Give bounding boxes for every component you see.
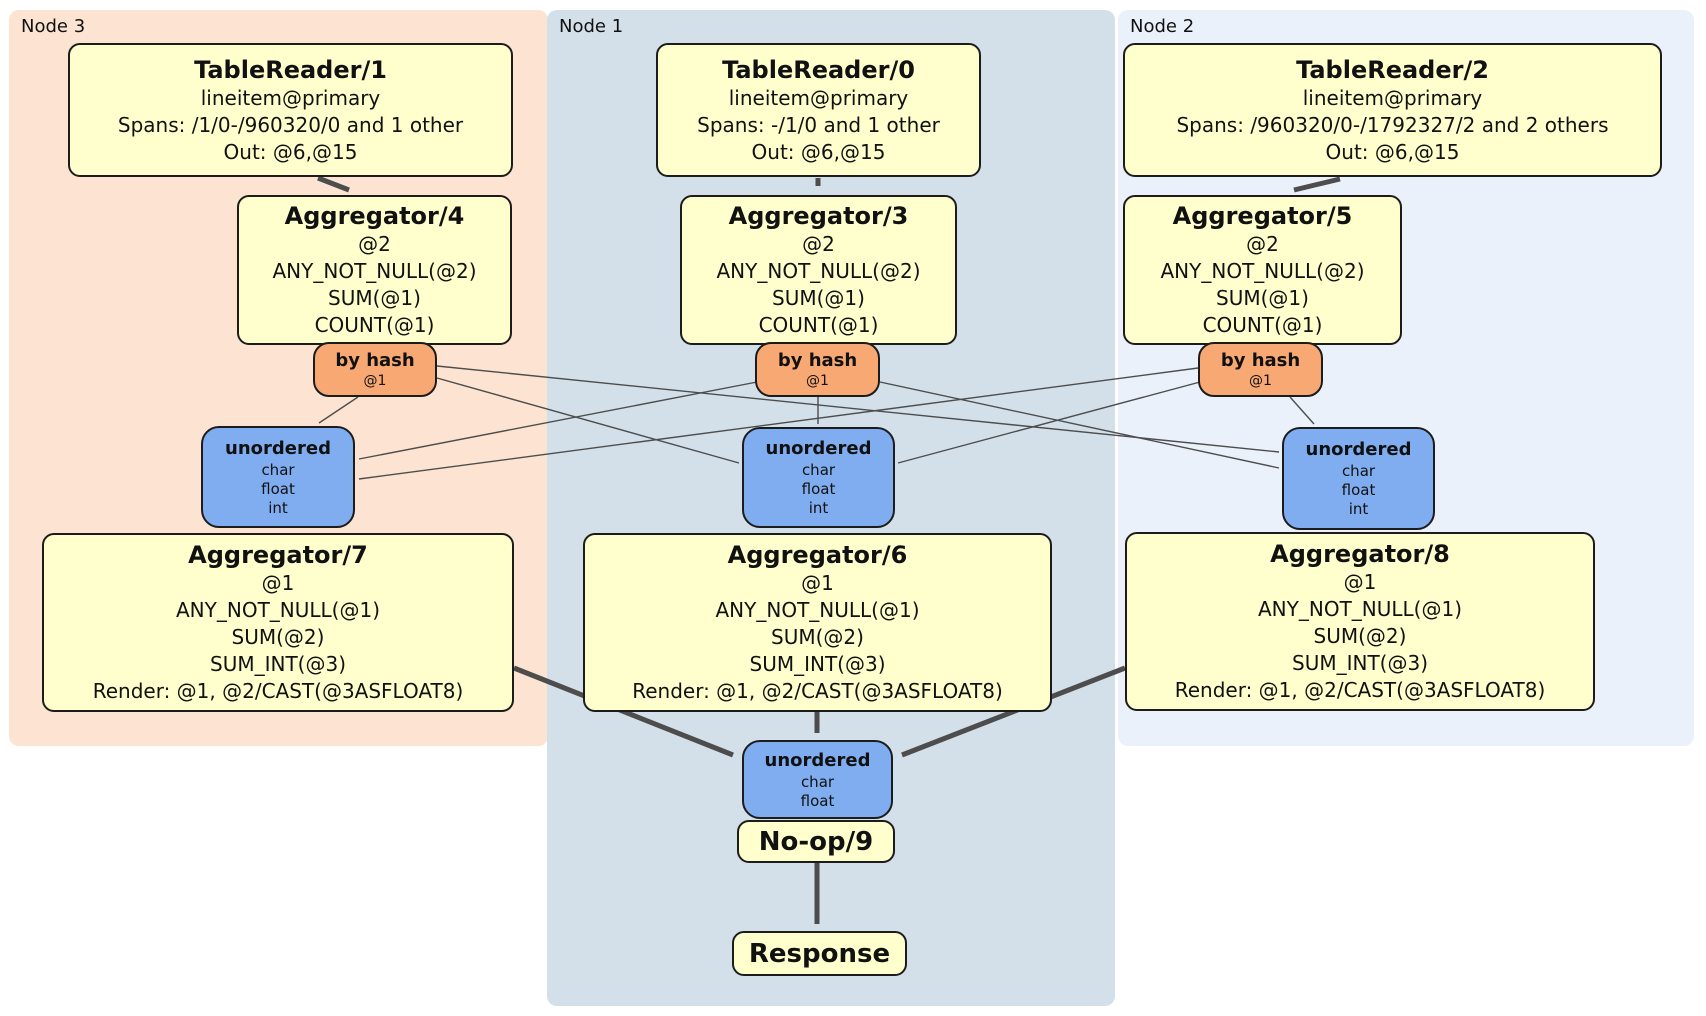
- aggregator7-fn2: SUM(@2): [231, 625, 325, 649]
- aggregator6-fn3: SUM_INT(@3): [749, 652, 886, 676]
- aggregator7-fn3: SUM_INT(@3): [210, 652, 346, 676]
- aggregator7-fn1: ANY_NOT_NULL(@1): [176, 598, 380, 622]
- hash-router-node1-key: @1: [806, 372, 829, 389]
- hash-router-node3-key: @1: [363, 372, 387, 389]
- edge-tablereader1-aggregator4: [317, 175, 350, 193]
- unordered-sync-node1: unordered char float int: [742, 427, 895, 528]
- tablereader2-spans: Spans: /960320/0-/1792327/2 and 2 others: [1176, 112, 1609, 137]
- aggregator5-groupcols: @2: [1246, 232, 1279, 256]
- hash-router-node2-key: @1: [1249, 372, 1272, 389]
- aggregator4-title: Aggregator/4: [284, 202, 465, 230]
- edge-tablereader2-aggregator5: [1293, 176, 1341, 193]
- tablereader0-out: Out: @6,@15: [751, 139, 886, 164]
- aggregator3-fn2: SUM(@1): [772, 286, 865, 310]
- aggregator5-box: Aggregator/5 @2 ANY_NOT_NULL(@2) SUM(@1)…: [1123, 195, 1402, 345]
- aggregator3-box: Aggregator/3 @2 ANY_NOT_NULL(@2) SUM(@1)…: [680, 195, 957, 345]
- aggregator6-fn2: SUM(@2): [771, 625, 864, 649]
- unordered-sync-node1-col1: char: [801, 461, 836, 479]
- edge-router2-sync1: [897, 381, 1201, 464]
- edge-router1-sync3: [358, 381, 758, 460]
- aggregator7-render: Render: @1, @2/CAST(@3ASFLOAT8): [92, 679, 464, 703]
- unordered-sync-node3-col2: float: [261, 479, 295, 498]
- unordered-sync-node3-col3: int: [268, 498, 288, 517]
- unordered-sync-final: unordered char float: [742, 740, 893, 819]
- hash-router-node3: by hash @1: [313, 342, 437, 397]
- aggregator6-fn1: ANY_NOT_NULL(@1): [715, 598, 920, 622]
- aggregator8-title: Aggregator/8: [1270, 540, 1450, 568]
- node2-label: Node 2: [1130, 16, 1195, 37]
- edge-router2-sync3: [358, 367, 1199, 480]
- unordered-sync-node3: unordered char float int: [201, 426, 355, 528]
- tablereader0-index: lineitem@primary: [728, 85, 909, 110]
- aggregator4-fn1: ANY_NOT_NULL(@2): [272, 259, 477, 283]
- aggregator3-title: Aggregator/3: [728, 202, 909, 230]
- tablereader0-spans: Spans: -/1/0 and 1 other: [697, 112, 940, 137]
- response-box: Response: [732, 931, 907, 976]
- aggregator7-groupcols: @1: [261, 571, 295, 595]
- aggregator4-groupcols: @2: [358, 232, 391, 256]
- tablereader1-out: Out: @6,@15: [223, 139, 358, 164]
- node3-label: Node 3: [21, 16, 86, 37]
- tablereader1-spans: Spans: /1/0-/960320/0 and 1 other: [117, 112, 464, 137]
- tablereader2-title: TableReader/2: [1296, 55, 1489, 84]
- aggregator8-fn3: SUM_INT(@3): [1292, 651, 1428, 675]
- edge-router1-sync2: [879, 381, 1280, 469]
- unordered-sync-final-col2: float: [800, 791, 835, 810]
- aggregator8-fn2: SUM(@2): [1313, 624, 1407, 648]
- aggregator3-fn1: ANY_NOT_NULL(@2): [716, 259, 921, 283]
- aggregator5-fn2: SUM(@1): [1216, 286, 1309, 310]
- unordered-sync-node2-col2: float: [1341, 481, 1376, 499]
- aggregator6-groupcols: @1: [801, 571, 834, 595]
- unordered-sync-node1-col3: int: [808, 499, 829, 517]
- aggregator7-title: Aggregator/7: [188, 541, 368, 569]
- unordered-sync-final-col1: char: [800, 772, 835, 791]
- node1-label: Node 1: [559, 16, 624, 37]
- tablereader1-box: TableReader/1 lineitem@primary Spans: /1…: [68, 43, 513, 177]
- unordered-sync-node2-col1: char: [1341, 462, 1376, 480]
- unordered-sync-node1-title: unordered: [765, 438, 872, 459]
- edge-router3-sync1: [436, 377, 740, 464]
- aggregator6-box: Aggregator/6 @1 ANY_NOT_NULL(@1) SUM(@2)…: [583, 533, 1052, 712]
- aggregator4-fn2: SUM(@1): [328, 286, 421, 310]
- tablereader1-index: lineitem@primary: [200, 85, 381, 110]
- aggregator3-fn3: COUNT(@1): [758, 313, 879, 337]
- unordered-sync-node2-title: unordered: [1305, 439, 1412, 460]
- hash-router-node2: by hash @1: [1198, 342, 1323, 397]
- edge-router3-sync3: [318, 396, 359, 424]
- unordered-sync-node3-title: unordered: [225, 437, 331, 459]
- noop9-box: No-op/9: [737, 820, 895, 863]
- edge-router2-sync2: [1289, 396, 1315, 425]
- aggregator4-fn3: COUNT(@1): [314, 313, 435, 337]
- tablereader0-title: TableReader/0: [722, 55, 915, 84]
- hash-router-node2-title: by hash: [1220, 349, 1301, 371]
- tablereader2-box: TableReader/2 lineitem@primary Spans: /9…: [1123, 43, 1662, 177]
- hash-router-node1: by hash @1: [755, 342, 880, 397]
- aggregator6-title: Aggregator/6: [727, 541, 908, 569]
- tablereader1-title: TableReader/1: [194, 55, 387, 84]
- aggregator6-render: Render: @1, @2/CAST(@3ASFLOAT8): [632, 679, 1003, 703]
- tablereader2-index: lineitem@primary: [1302, 85, 1483, 110]
- noop9-title: No-op/9: [758, 826, 874, 857]
- unordered-sync-node1-col2: float: [801, 480, 836, 498]
- aggregator5-title: Aggregator/5: [1172, 202, 1353, 230]
- aggregator4-box: Aggregator/4 @2 ANY_NOT_NULL(@2) SUM(@1)…: [237, 195, 512, 345]
- unordered-sync-node3-col1: char: [261, 460, 295, 479]
- tablereader0-box: TableReader/0 lineitem@primary Spans: -/…: [656, 43, 981, 177]
- aggregator3-groupcols: @2: [802, 232, 835, 256]
- aggregator7-box: Aggregator/7 @1 ANY_NOT_NULL(@1) SUM(@2)…: [42, 533, 514, 712]
- aggregator8-groupcols: @1: [1343, 570, 1377, 594]
- aggregator5-fn3: COUNT(@1): [1202, 313, 1323, 337]
- unordered-sync-node2: unordered char float int: [1282, 427, 1435, 530]
- aggregator8-render: Render: @1, @2/CAST(@3ASFLOAT8): [1174, 678, 1546, 702]
- hash-router-node3-title: by hash: [335, 349, 415, 371]
- response-title: Response: [748, 938, 891, 969]
- tablereader2-out: Out: @6,@15: [1325, 139, 1460, 164]
- unordered-sync-final-title: unordered: [764, 749, 871, 771]
- aggregator8-box: Aggregator/8 @1 ANY_NOT_NULL(@1) SUM(@2)…: [1125, 532, 1595, 711]
- unordered-sync-node2-col3: int: [1348, 500, 1369, 518]
- aggregator5-fn1: ANY_NOT_NULL(@2): [1160, 259, 1365, 283]
- aggregator8-fn1: ANY_NOT_NULL(@1): [1258, 597, 1462, 621]
- hash-router-node1-title: by hash: [777, 349, 858, 371]
